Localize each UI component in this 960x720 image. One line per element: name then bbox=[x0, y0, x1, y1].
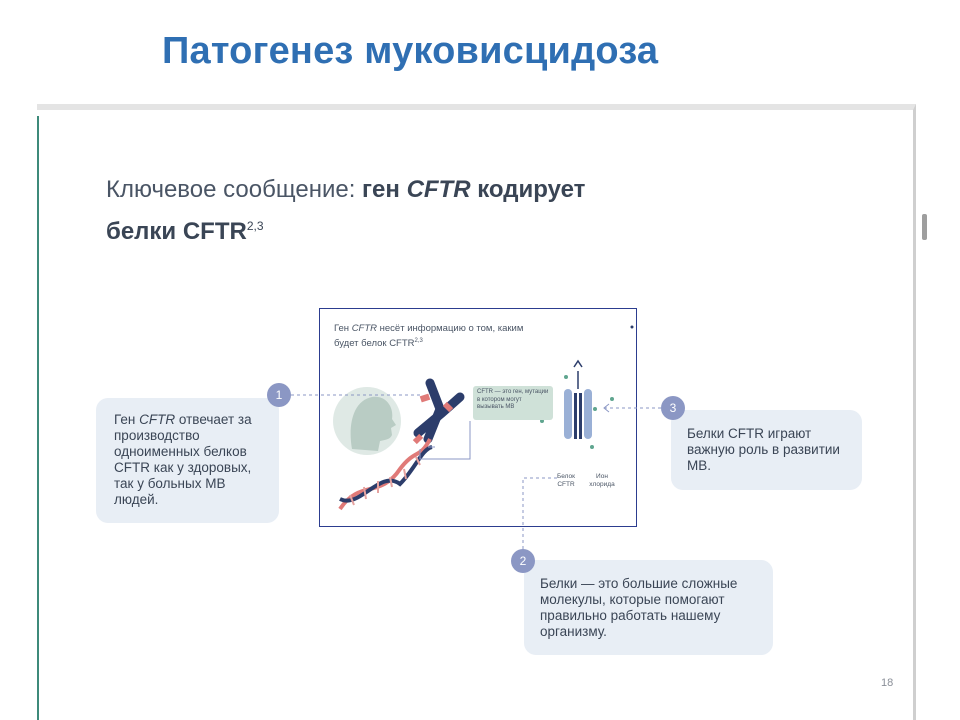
illustration-art bbox=[333, 325, 634, 511]
step-badge-1: 1 bbox=[267, 383, 291, 407]
key-message: Ключевое сообщение: ген CFTR кодирует бе… bbox=[106, 172, 585, 250]
page-title: Патогенез муковисцидоза bbox=[162, 30, 659, 72]
caption-gene: CFTR bbox=[351, 323, 378, 334]
chromosome-icon bbox=[412, 378, 465, 445]
cftr-callout: CFTR — это ген, мутации в котором могут … bbox=[473, 386, 553, 420]
caption-sup: 2,3 bbox=[414, 338, 423, 344]
step-badge-3: 3 bbox=[661, 396, 685, 420]
caption-post: несёт информацию о том, каким bbox=[379, 323, 524, 334]
box1-gene: CFTR bbox=[139, 412, 176, 427]
caption-pre: Ген bbox=[334, 323, 350, 334]
label-protein: Белок CFTR bbox=[557, 473, 575, 488]
box1-text: отвечает за производство одноименных бел… bbox=[114, 412, 252, 507]
figure-caption: Ген CFTR несёт информацию о том, каким б… bbox=[334, 323, 574, 350]
label-ion: Ион хлорида bbox=[589, 473, 615, 488]
scrollbar-thumb[interactable] bbox=[922, 214, 927, 240]
info-box-2: Белки — это большие сложные молекулы, ко… bbox=[524, 560, 773, 655]
ion-channel-icon bbox=[540, 325, 634, 449]
page-number: 18 bbox=[881, 677, 894, 689]
key-message-part1: ген bbox=[362, 176, 400, 203]
info-box-1: Ген CFTR отвечает за производство одноим… bbox=[96, 398, 279, 523]
key-message-line2: белки CFTR bbox=[106, 218, 247, 245]
illustration-frame: Ген CFTR несёт информацию о том, каким б… bbox=[319, 308, 637, 527]
key-message-sup: 2,3 bbox=[246, 219, 264, 233]
head-silhouette-icon bbox=[333, 387, 401, 455]
caption-line2: будет белок CFTR bbox=[334, 338, 415, 350]
info-box-3: Белки CFTR играют важную роль в развитии… bbox=[671, 410, 862, 490]
slide-left-border bbox=[37, 116, 39, 720]
step-badge-2: 2 bbox=[511, 549, 535, 573]
key-message-gene: CFTR bbox=[406, 176, 471, 203]
dna-helix-icon bbox=[338, 438, 433, 511]
key-message-lead: Ключевое сообщение: bbox=[106, 176, 356, 203]
box1-pre: Ген bbox=[114, 412, 136, 427]
key-message-part2: кодирует bbox=[477, 176, 586, 203]
